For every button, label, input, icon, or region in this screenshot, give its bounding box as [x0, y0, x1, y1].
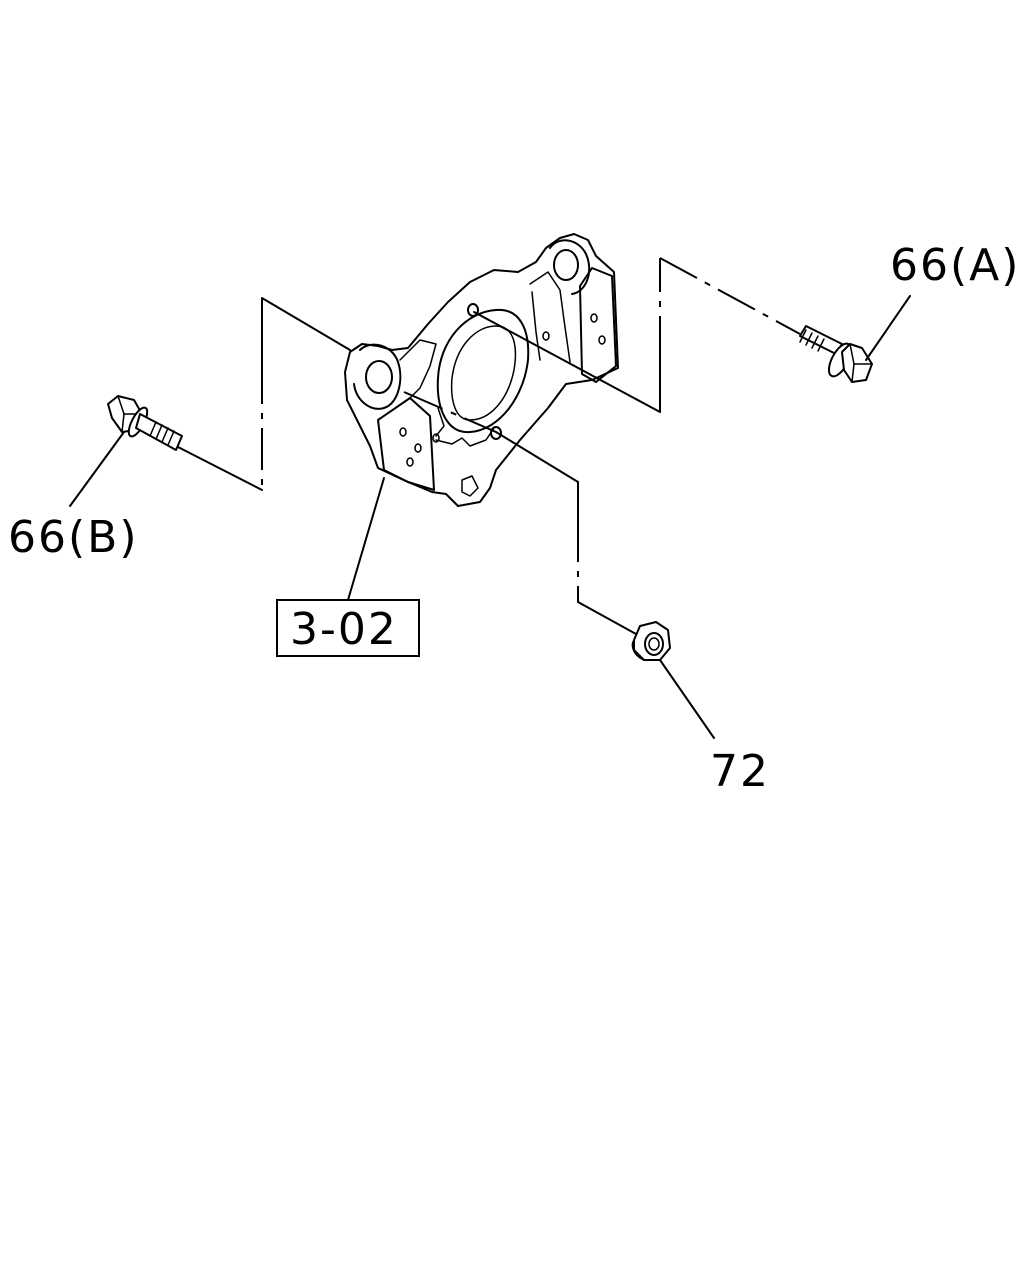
callout-72: 72	[710, 746, 770, 797]
leader-3-02	[347, 477, 385, 601]
bolt-a-assembly-line	[473, 257, 801, 413]
callout-3-02: 3-02	[290, 604, 398, 655]
reference-label: 3-02	[276, 599, 420, 657]
bolt-b-assembly-line	[175, 297, 351, 491]
callout-66a: 66(A)	[890, 240, 1020, 291]
leader-66b	[69, 431, 125, 507]
leader-72	[659, 659, 715, 739]
reference-box	[276, 599, 420, 657]
bracket-part	[344, 233, 619, 507]
bolt-66b	[107, 395, 183, 451]
bolt-66a	[799, 325, 873, 383]
nut-assembly-line	[403, 391, 637, 635]
leader-66a	[865, 295, 911, 361]
callout-66b: 66(B)	[8, 512, 139, 563]
nut-72	[631, 621, 671, 661]
callout-leaders	[69, 295, 911, 739]
